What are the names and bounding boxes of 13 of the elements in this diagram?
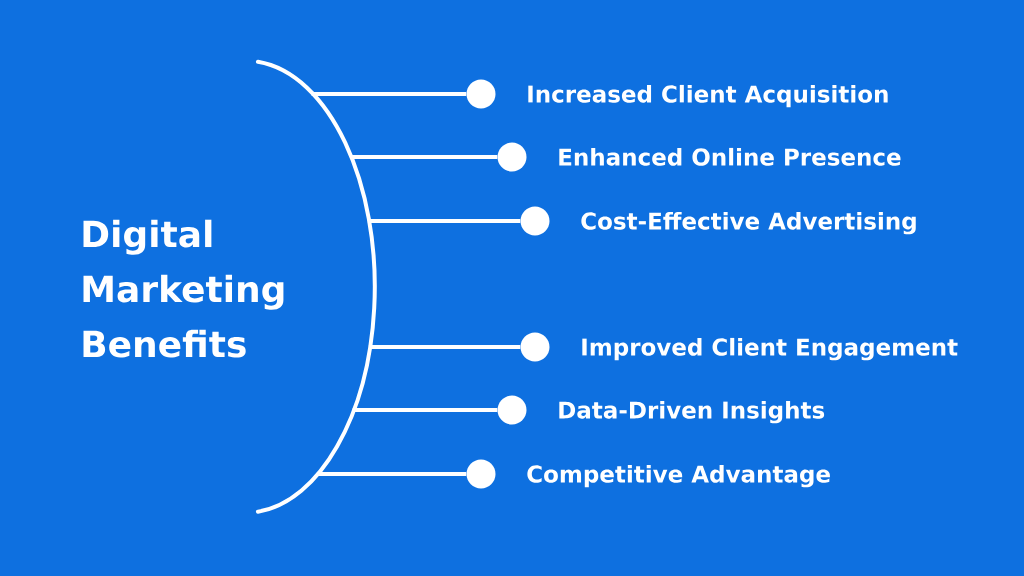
item-label: Enhanced Online Presence (559, 147, 901, 166)
item-label: Cost-Effective Advertising (581, 211, 916, 235)
connector-line (367, 219, 521, 223)
connector-line (311, 92, 467, 96)
connector-line (368, 345, 521, 349)
item-label: Competitive Advantage (527, 464, 830, 488)
heading: Digital Marketing Benefits (83, 219, 284, 358)
connector-line (352, 408, 498, 412)
item-label: Increased Client Acquisition (528, 84, 888, 108)
item-label: Data-Driven Insights (559, 400, 825, 424)
item-label: Improved Client Engagement (582, 337, 958, 361)
connector-line (316, 472, 467, 476)
connector-line (350, 155, 498, 159)
